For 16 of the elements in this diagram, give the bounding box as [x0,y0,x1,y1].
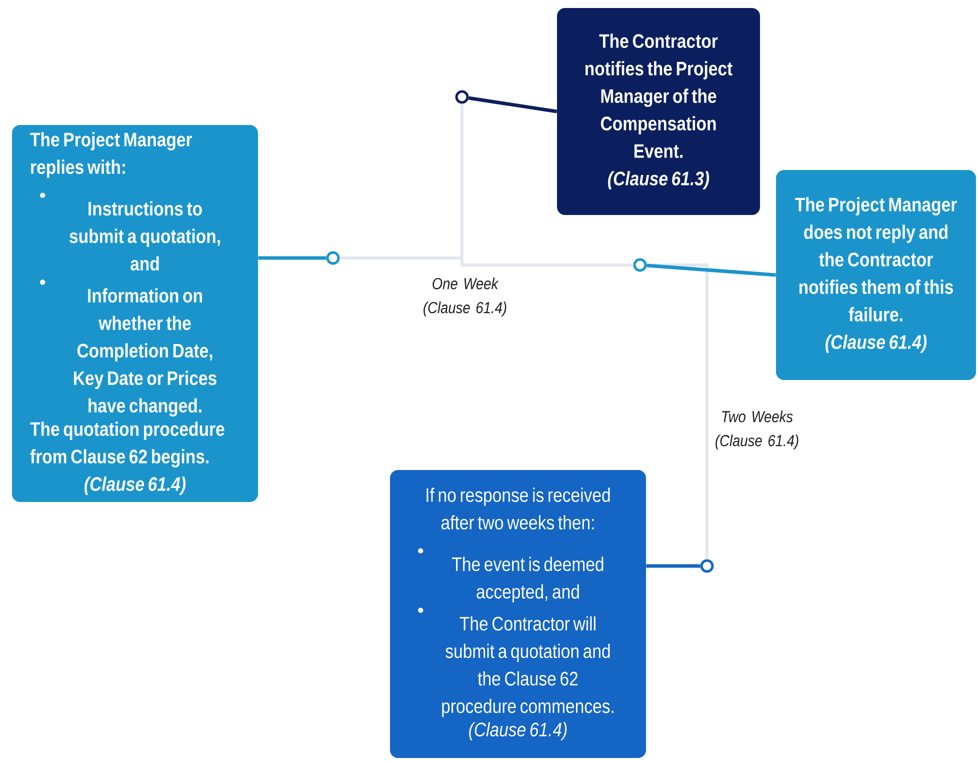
timeline-pin [455,90,469,104]
connector-line [258,256,326,260]
timeline-pin [700,559,714,573]
process-box: The Project Manager does not reply and the Contractor notifies them of this failure. (Clause 61.4) [776,170,976,380]
connector-line [646,264,708,560]
timeline-pin [633,258,647,272]
connector-line [468,96,558,114]
process-box: The Contractor notifies the Project Manager of the Compensation Event. (Clause 61.3) [557,8,760,215]
process-box: If no response is received after two weeks then: The event is deemed accepted, and The Contractor will submit a quotation and the Clause 62 procedure commences. (Clause 61.4) [390,470,646,758]
connector-line [646,264,776,277]
process-box: The Project Manager replies with: Instructions to submit a quotation, and Information on whether the Completion Date, Key Date or Prices have changed. The quotation procedure from Clause 62 begins. (Clause 61.4) [12,125,258,502]
timeline-label: One Week (Clause 61.4) [424,278,506,316]
timeline-pin [326,251,340,265]
timeline-label: Two Weeks (Clause 61.4) [716,410,798,450]
connector-line [460,104,634,266]
connector-line [646,564,700,568]
